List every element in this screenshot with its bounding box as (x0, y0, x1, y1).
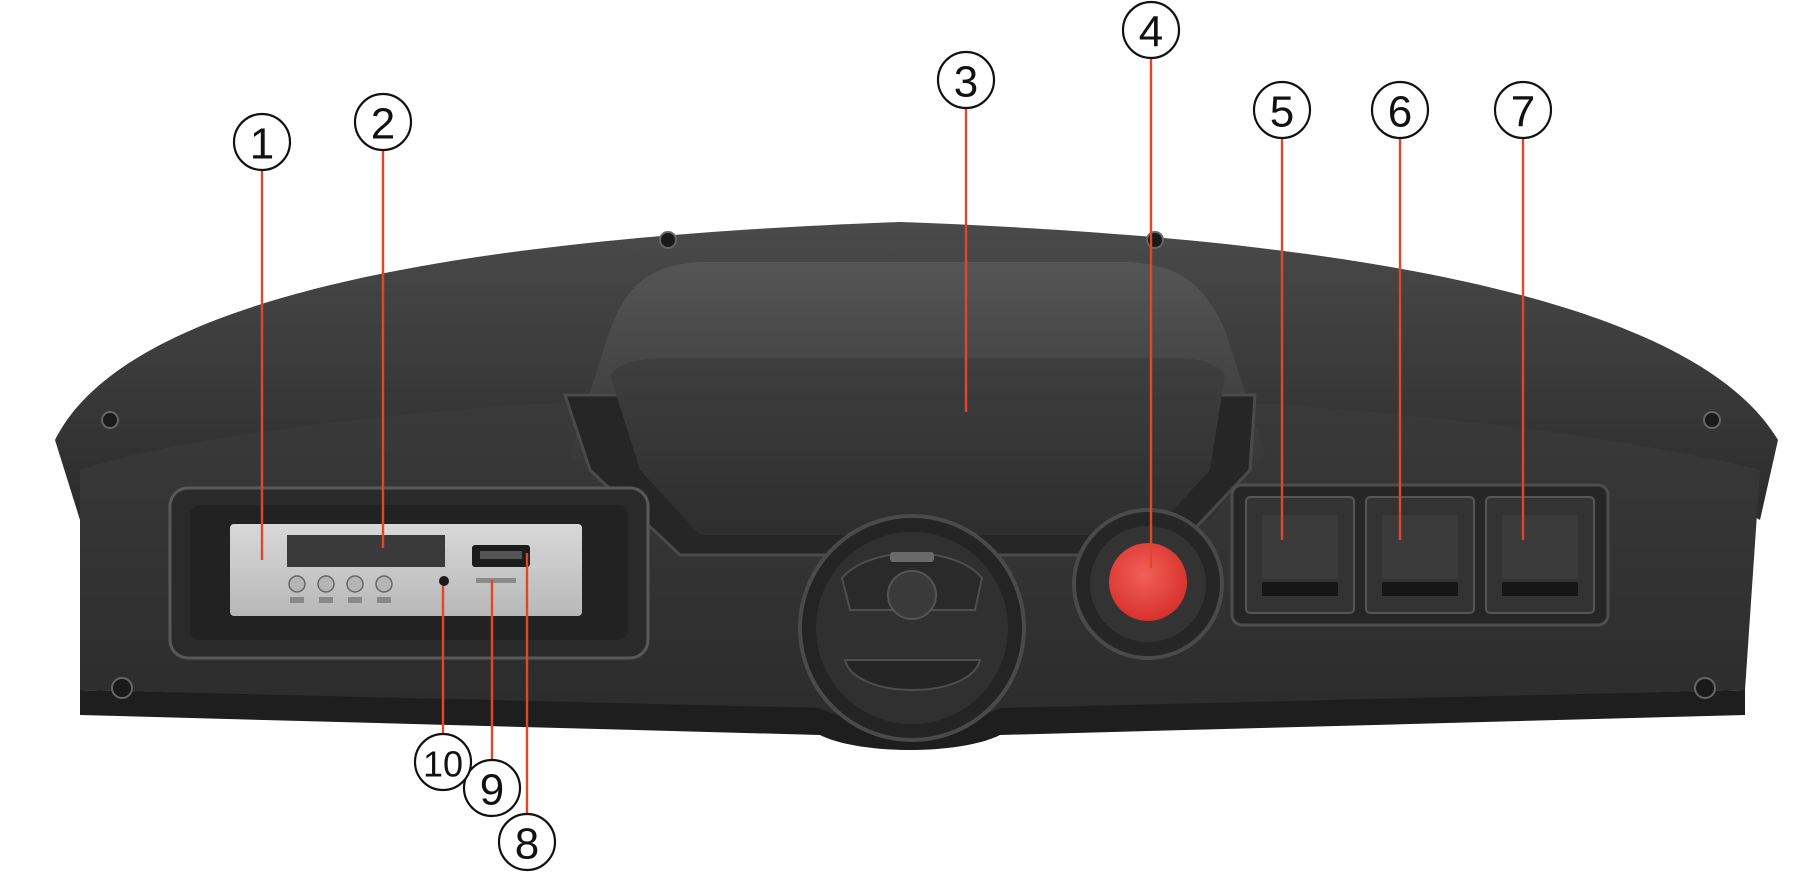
callout-1: 1 (232, 112, 292, 172)
instrument-screen (610, 358, 1225, 535)
callout-5-label: 5 (1270, 88, 1294, 137)
media-button[interactable] (375, 575, 393, 593)
sd-card-slot[interactable] (476, 578, 516, 583)
callout-3: 3 (936, 50, 996, 110)
screw (1703, 411, 1721, 429)
media-button[interactable] (288, 575, 306, 593)
switch-panel (1230, 483, 1610, 627)
callout-6-label: 6 (1388, 88, 1412, 137)
callout-2-label: 2 (371, 100, 395, 149)
media-button-label (377, 597, 391, 603)
callout-1-label: 1 (250, 120, 274, 169)
media-button-label (348, 597, 362, 603)
rocker-switch-base (1382, 582, 1458, 596)
media-display (287, 535, 445, 567)
media-buttons (288, 575, 393, 603)
key-slot (890, 552, 934, 562)
dashboard-bottom-lip (80, 690, 1745, 750)
callout-9-label: 9 (480, 766, 504, 815)
callout-7: 7 (1493, 80, 1553, 140)
callout-8-label: 8 (515, 820, 539, 869)
screw (659, 231, 677, 249)
media-panel (168, 486, 650, 660)
rocker-switch-1[interactable] (1245, 496, 1355, 614)
screw (1694, 677, 1716, 699)
rocker-switch-base (1262, 582, 1338, 596)
callout-4: 4 (1121, 0, 1181, 60)
red-button-assembly (1072, 508, 1224, 660)
callout-3-label: 3 (954, 58, 978, 107)
leader-lines (260, 58, 1525, 815)
callout-2: 2 (353, 92, 413, 152)
rocker-switch-face (1502, 515, 1578, 579)
key-switch-lower (843, 659, 982, 691)
red-button[interactable] (1109, 543, 1187, 621)
callout-6: 6 (1370, 80, 1430, 140)
usb-port-slot (480, 551, 522, 559)
callouts: 1 2 3 4 5 6 7 8 (232, 0, 1553, 872)
rocker-switch-3[interactable] (1485, 496, 1595, 614)
screw (1146, 231, 1164, 249)
media-button-label (290, 597, 304, 603)
instrument-cluster (562, 262, 1265, 557)
callout-7-label: 7 (1511, 88, 1535, 137)
media-button[interactable] (317, 575, 335, 593)
media-button-label (319, 597, 333, 603)
callout-10-label: 10 (423, 744, 463, 785)
callout-9: 9 (462, 758, 522, 818)
rocker-switch-2[interactable] (1365, 496, 1475, 614)
rocker-switch-face (1382, 515, 1458, 579)
headphone-jack[interactable] (439, 576, 449, 586)
callout-5: 5 (1252, 80, 1312, 140)
screw (101, 411, 119, 429)
callout-4-label: 4 (1139, 8, 1163, 57)
media-button[interactable] (346, 575, 364, 593)
callout-10: 10 (413, 732, 473, 792)
rocker-switch-base (1502, 582, 1578, 596)
key-switch (798, 514, 1026, 742)
screw (111, 677, 133, 699)
rocker-switch-face (1262, 515, 1338, 579)
key-switch-knob[interactable] (887, 570, 937, 620)
callout-8: 8 (497, 812, 557, 872)
